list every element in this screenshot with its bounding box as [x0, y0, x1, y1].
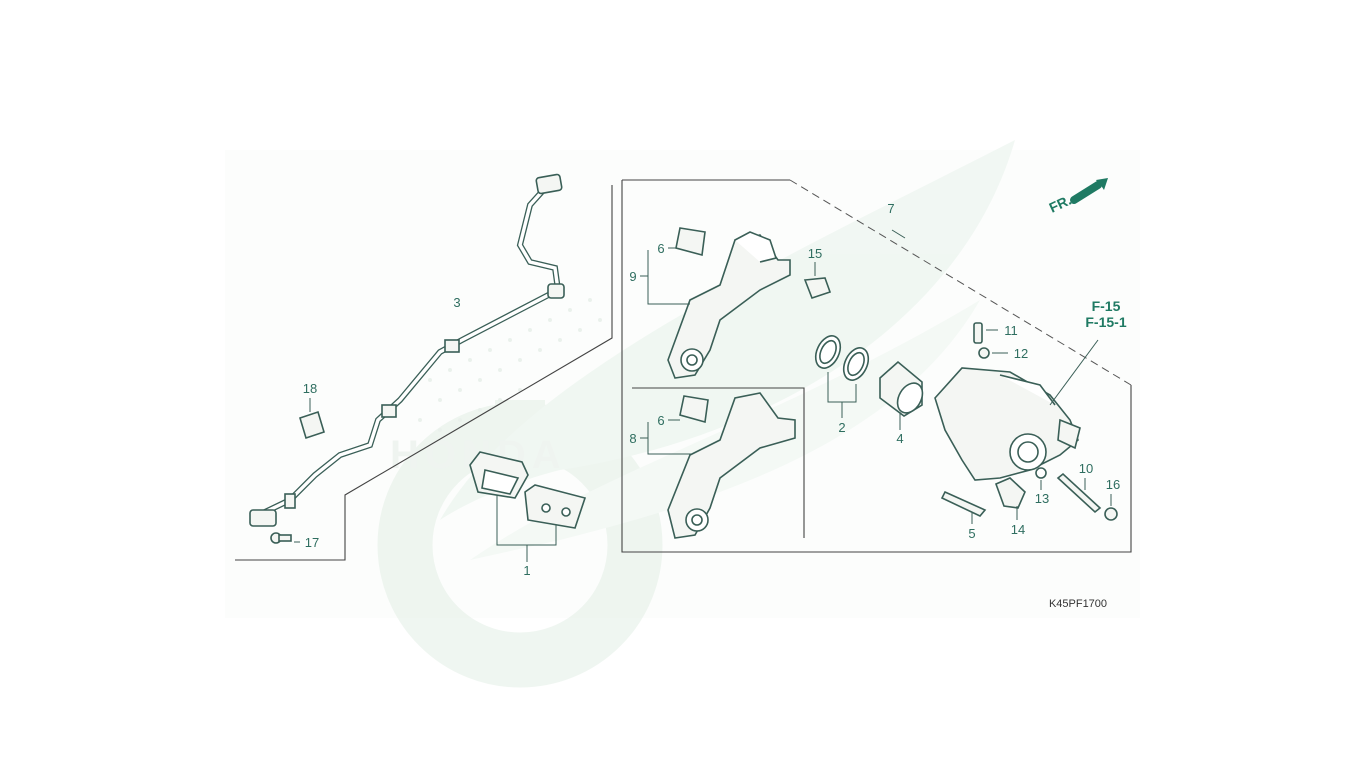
caliper-panel-dashed-edge: [789, 179, 1132, 386]
reference-labels: F-15 F-15-1: [1085, 298, 1126, 330]
callout-16: 16: [1106, 477, 1120, 492]
hose-bolt: [270, 532, 300, 544]
caliper-bracket-upper: [640, 227, 791, 379]
callout-6-lower: 6: [657, 413, 664, 428]
bracket-subpanel-border: [632, 387, 805, 538]
panel-frames: [235, 179, 1132, 561]
callout-17: 17: [305, 535, 319, 550]
brake-hose: [249, 173, 565, 527]
caliper-piston: [879, 360, 924, 430]
pad-spring: [940, 490, 987, 524]
callout-2: 2: [838, 420, 845, 435]
callout-13: 13: [1035, 491, 1049, 506]
callout-4: 4: [896, 431, 903, 446]
piston-seals: [814, 335, 870, 418]
reference-f15-1: F-15-1: [1085, 314, 1126, 330]
callout-15: 15: [808, 246, 822, 261]
callout-5: 5: [968, 526, 975, 541]
caliper-panel-border: [621, 180, 1132, 553]
callout-1: 1: [523, 563, 530, 578]
slide-pin: [994, 477, 1026, 520]
callout-10: 10: [1079, 461, 1093, 476]
callout-14: 14: [1011, 522, 1025, 537]
hose-panel-border: [235, 185, 613, 561]
callout-11: 11: [1004, 323, 1018, 338]
drawing-code: K45PF1700: [1049, 598, 1107, 610]
callout-3: 3: [453, 295, 460, 310]
brake-pad-set: [469, 451, 587, 562]
callout-9: 9: [629, 269, 636, 284]
callout-7: 7: [887, 201, 894, 216]
hose-clip: [299, 398, 325, 440]
caliper-bracket-lower: [640, 392, 796, 539]
callout-6-upper: 6: [657, 241, 664, 256]
callout-labels: 1 2 3 4 5 6 6 7 8 9 10 11 12 13 14 15 16…: [303, 201, 1120, 578]
reference-f15: F-15: [1092, 298, 1121, 314]
washer: [1035, 467, 1047, 490]
bleeder-valve: [973, 322, 998, 344]
pad-pin: [1056, 472, 1102, 514]
bleeder-cap: [978, 347, 1008, 359]
pin-boot: [803, 262, 832, 299]
callout-12: 12: [1014, 346, 1028, 361]
caliper-body: [891, 229, 1099, 481]
pin-plug: [1104, 494, 1118, 521]
callout-18: 18: [303, 381, 317, 396]
callout-8: 8: [629, 431, 636, 446]
